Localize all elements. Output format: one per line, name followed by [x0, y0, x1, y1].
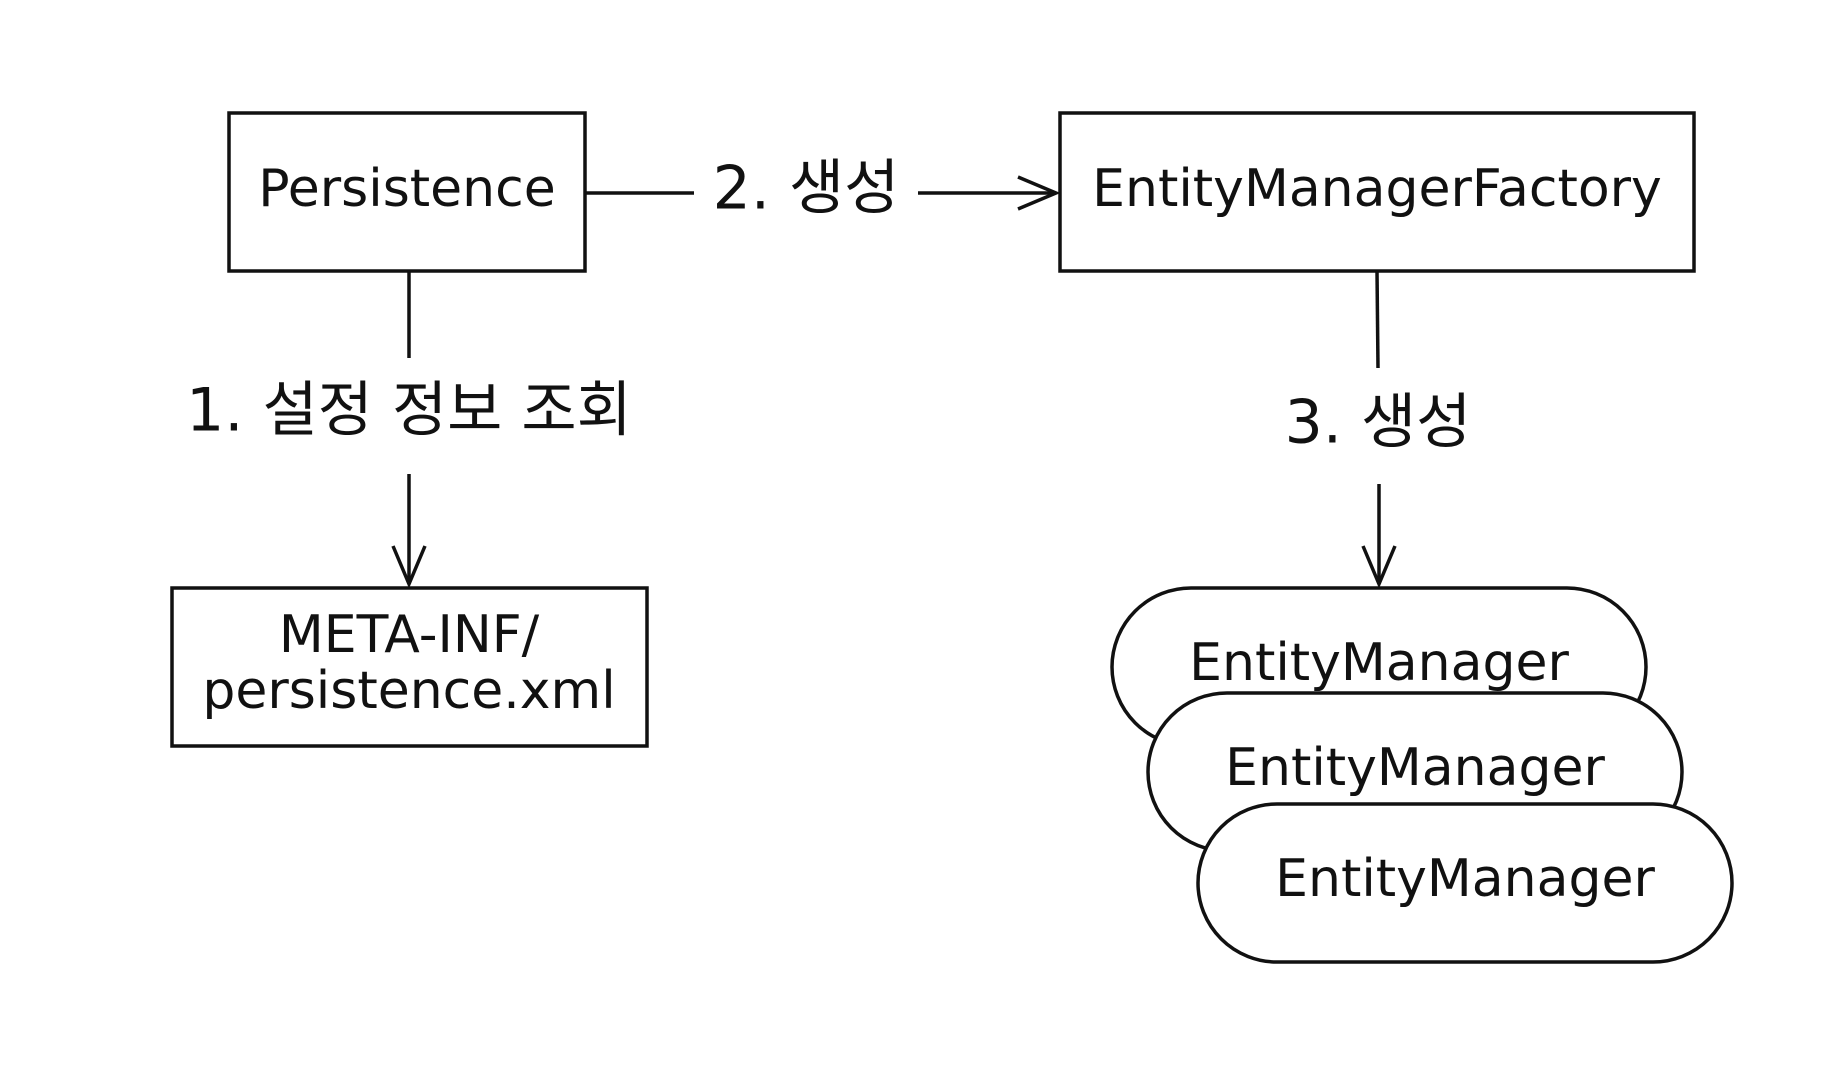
entity-manager-label-1: EntityManager [1189, 633, 1569, 693]
persistence-label: Persistence [258, 159, 555, 219]
edge-create-factory: 2. 생성 [585, 154, 1061, 224]
edge-label-create-manager: 3. 생성 [1285, 388, 1472, 458]
edge-create-manager: 3. 생성 [1285, 270, 1472, 589]
edge-label-create-factory: 2. 생성 [713, 154, 900, 224]
entity-manager-factory-label: EntityManagerFactory [1092, 159, 1662, 219]
entity-manager-label-2: EntityManager [1225, 738, 1605, 798]
edge-read-config: 1. 설정 정보 조회 [186, 271, 632, 589]
persistence-xml-node: META-INF/ persistence.xml [170, 586, 649, 748]
entity-manager-label-3: EntityManager [1275, 849, 1655, 909]
entity-manager-factory-node: EntityManagerFactory [1058, 111, 1696, 273]
persistence-xml-label-line1: META-INF/ [279, 605, 540, 665]
persistence-node: Persistence [227, 111, 587, 273]
entity-manager-node-3: EntityManager [1196, 802, 1734, 964]
edge-label-read-config: 1. 설정 정보 조회 [186, 376, 632, 446]
persistence-xml-label-line2: persistence.xml [202, 661, 615, 721]
